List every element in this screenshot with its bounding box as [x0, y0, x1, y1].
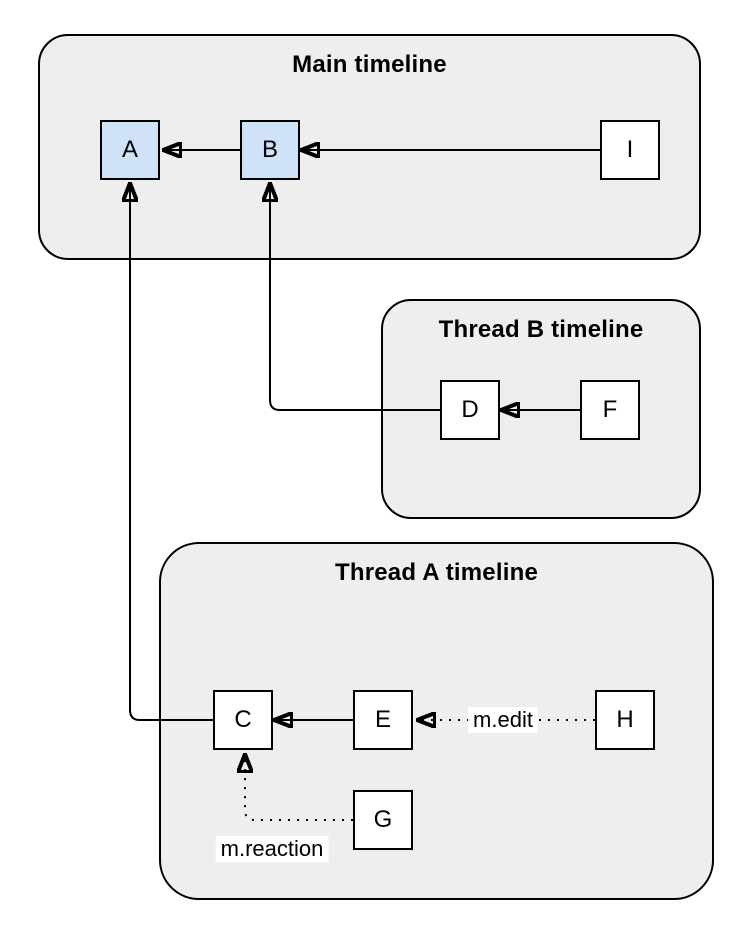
node-E: E	[353, 690, 413, 750]
node-I: I	[600, 120, 660, 180]
node-G-label: G	[373, 806, 393, 833]
node-D-label: D	[461, 396, 479, 423]
thread-a-timeline-title: Thread A timeline	[335, 559, 538, 586]
node-F-label: F	[602, 396, 618, 423]
edge-label-m-reaction: m.reaction	[215, 836, 329, 862]
node-I-label: I	[626, 136, 634, 163]
edge-C-to-A	[130, 185, 213, 721]
node-A-label: A	[121, 136, 138, 163]
node-H-label: H	[616, 706, 634, 733]
node-C-label: C	[234, 706, 252, 733]
node-A: A	[100, 120, 160, 180]
edge-G-to-C	[245, 756, 353, 821]
edge-D-to-B	[270, 185, 440, 411]
node-B: B	[240, 120, 300, 180]
node-H: H	[595, 690, 655, 750]
node-C: C	[213, 690, 273, 750]
edge-label-m-edit: m.edit	[468, 707, 538, 733]
thread-b-timeline-title: Thread B timeline	[438, 316, 644, 343]
node-B-label: B	[261, 136, 278, 163]
node-F: F	[580, 380, 640, 440]
node-G: G	[353, 790, 413, 850]
node-E-label: E	[374, 706, 391, 733]
main-timeline-title: Main timeline	[292, 51, 447, 78]
node-D: D	[440, 380, 500, 440]
